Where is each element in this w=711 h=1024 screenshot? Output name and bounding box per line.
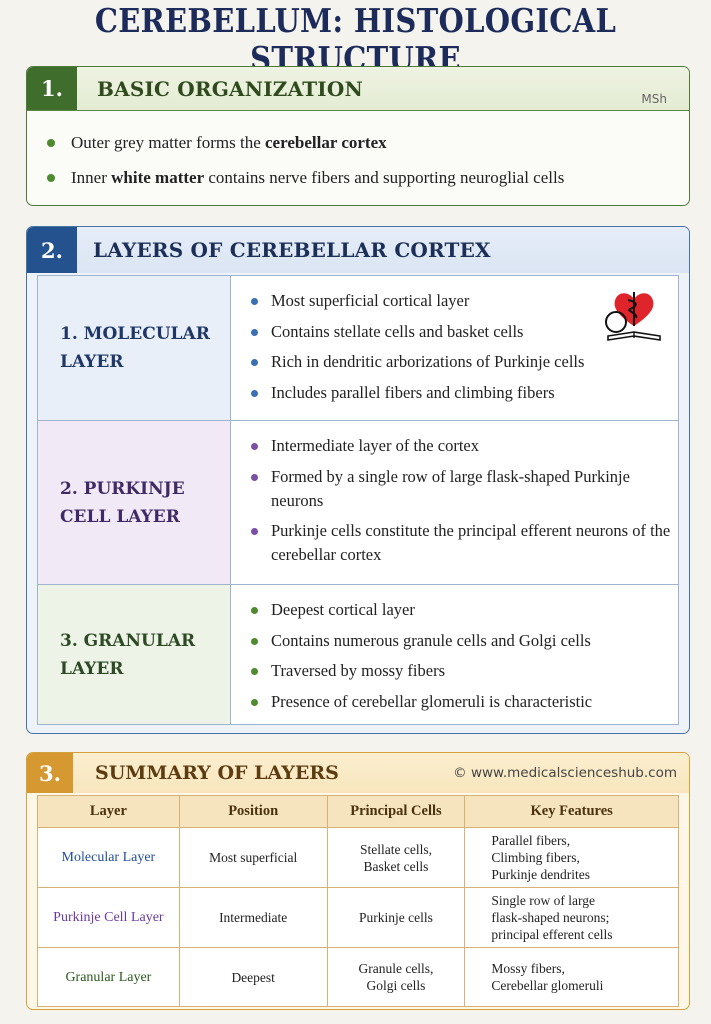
summary-table: Layer Position Principal Cells Key Featu… [37,795,679,1007]
section-number: 2. [27,227,77,273]
list-item: Traversed by mossy fibers [251,659,678,683]
table-cell: Granule cells,Golgi cells [326,947,466,1007]
list-item: Presence of cerebellar glomeruli is char… [251,690,678,714]
list-item: Contains numerous granule cells and Golg… [251,629,678,653]
table-cell: Molecular Layer [37,827,180,888]
table-cell: Granular Layer [37,947,180,1007]
column-header: Layer [37,795,180,828]
table-cell: Most superficial [178,827,328,888]
page-title: CEREBELLUM: HISTOLOGICAL STRUCTURE [94,1,617,79]
table-cell: Purkinje cells [326,887,466,948]
section-number: 1. [27,67,77,110]
section-header: 2. LAYERS OF CEREBELLAR CORTEX [27,227,689,273]
table-header-row: Layer Position Principal Cells Key Featu… [37,795,679,828]
layer-details: Intermediate layer of the cortex Formed … [230,421,678,584]
section-heading: LAYERS OF CEREBELLAR CORTEX [93,238,491,262]
table-row: Purkinje Cell Layer Intermediate Purkinj… [37,887,679,948]
table-cell: Purkinje Cell Layer [37,887,180,948]
layer-details: Most superficial cortical layer Contains… [230,276,678,420]
organization-list: Outer grey matter forms the cerebellar c… [27,111,689,195]
list-item: Inner white matter contains nerve fibers… [45,160,689,195]
list-item: Most superficial cortical layer [251,289,678,313]
table-cell: Parallel fibers,Climbing fibers,Purkinje… [464,827,679,888]
heart-caduceus-book-icon [605,292,661,341]
section-header: 3. SUMMARY OF LAYERS © www.medicalscienc… [27,753,689,793]
section-basic-organization: 1. BASIC ORGANIZATION MSh Outer grey mat… [26,66,690,206]
section-header: 1. BASIC ORGANIZATION MSh [27,67,689,111]
section-heading: SUMMARY OF LAYERS [95,762,339,784]
section-heading: BASIC ORGANIZATION [97,77,363,101]
list-item: Formed by a single row of large flask-sh… [251,465,678,513]
list-item: Outer grey matter forms the cerebellar c… [45,125,689,160]
list-item: Purkinje cells constitute the principal … [251,519,678,567]
list-item: Intermediate layer of the cortex [251,434,678,458]
column-header: Principal Cells [326,795,466,828]
website-credit: © www.medicalscienceshub.com [453,765,677,781]
table-cell: Mossy fibers,Cerebellar glomeruli [464,947,679,1007]
table-cell: Stellate cells,Basket cells [326,827,466,888]
section-summary: 3. SUMMARY OF LAYERS © www.medicalscienc… [26,752,690,1010]
table-cell: Deepest [178,947,328,1007]
list-item: Deepest cortical layer [251,598,678,622]
column-header: Position [178,795,328,828]
table-row: Molecular Layer Most superficial Stellat… [37,827,679,888]
section-number: 3. [27,753,73,793]
table-row: Granular Layer Deepest Granule cells,Gol… [37,947,679,1007]
table-cell: Intermediate [178,887,328,948]
list-item: Rich in dendritic arborizations of Purki… [251,350,678,374]
msh-badge: MSh [641,92,667,106]
section-layers: 2. LAYERS OF CEREBELLAR CORTEX 1. MOLECU… [26,226,690,734]
column-header: Key Features [464,795,679,828]
layer-details: Deepest cortical layer Contains numerous… [230,585,678,724]
list-item: Includes parallel fibers and climbing fi… [251,381,678,405]
list-item: Contains stellate cells and basket cells [251,320,678,344]
